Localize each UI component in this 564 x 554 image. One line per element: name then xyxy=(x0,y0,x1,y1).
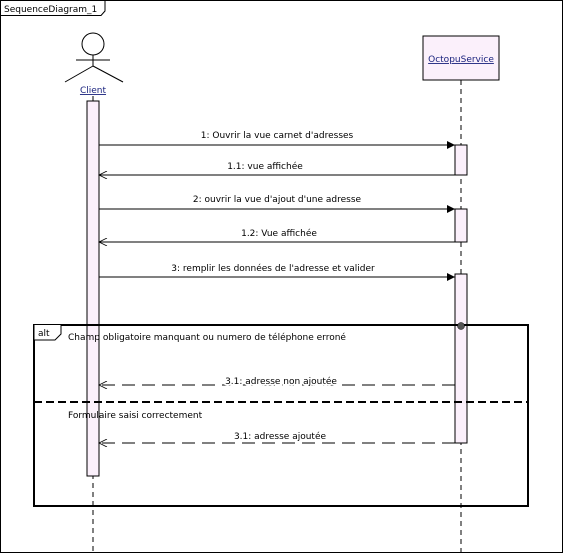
gate-dot xyxy=(457,322,465,330)
message-3-label: 3: remplir les données de l'adresse et v… xyxy=(171,263,375,274)
alt-guard-2: Formulaire saisi correctement xyxy=(68,411,203,421)
alt-fragment[interactable]: alt Champ obligatoire manquant ou numero… xyxy=(33,324,529,507)
alt-guard-1: Champ obligatoire manquant ou numero de … xyxy=(68,332,346,343)
message-3-1-rejected-label: 3.1: adresse non ajoutée xyxy=(225,376,337,387)
octopuservice-activation-bar-2[interactable] xyxy=(454,208,468,243)
octopuservice-activation-bar-3[interactable] xyxy=(454,273,468,444)
frame-title: SequenceDiagram_1 xyxy=(4,5,97,15)
message-2[interactable]: 2: ouvrir la vue d'ajout d'une adresse xyxy=(99,195,455,213)
message-1-1[interactable]: 1.1: vue affichée xyxy=(99,161,455,175)
client-label: Client xyxy=(80,86,107,96)
message-2-label: 2: ouvrir la vue d'ajout d'une adresse xyxy=(193,195,362,205)
message-1-label: 1: Ouvrir la vue carnet d'adresses xyxy=(201,131,354,141)
message-3-1-accepted[interactable]: 3.1: adresse ajoutée xyxy=(99,431,455,443)
stick-figure-icon xyxy=(64,32,124,83)
client-activation-bar[interactable] xyxy=(86,100,100,477)
message-1-2[interactable]: 1.2: Vue affichée xyxy=(99,228,455,242)
message-1-1-label: 1.1: vue affichée xyxy=(227,161,303,172)
message-3[interactable]: 3: remplir les données de l'adresse et v… xyxy=(99,263,455,281)
message-1[interactable]: 1: Ouvrir la vue carnet d'adresses xyxy=(99,131,455,149)
client-actor[interactable]: Client xyxy=(64,32,124,96)
message-3-1-rejected[interactable]: 3.1: adresse non ajoutée xyxy=(99,375,455,387)
octopuservice-lifeline-header[interactable]: OctopuService xyxy=(422,35,500,81)
alt-operator-label: alt xyxy=(38,329,50,339)
message-1-2-label: 1.2: Vue affichée xyxy=(241,228,317,239)
alt-operator-tab xyxy=(33,325,62,341)
octopuservice-label: OctopuService xyxy=(428,55,494,65)
message-3-1-accepted-label: 3.1: adresse ajoutée xyxy=(234,431,327,442)
octopuservice-activation-bar-1[interactable] xyxy=(454,144,468,176)
